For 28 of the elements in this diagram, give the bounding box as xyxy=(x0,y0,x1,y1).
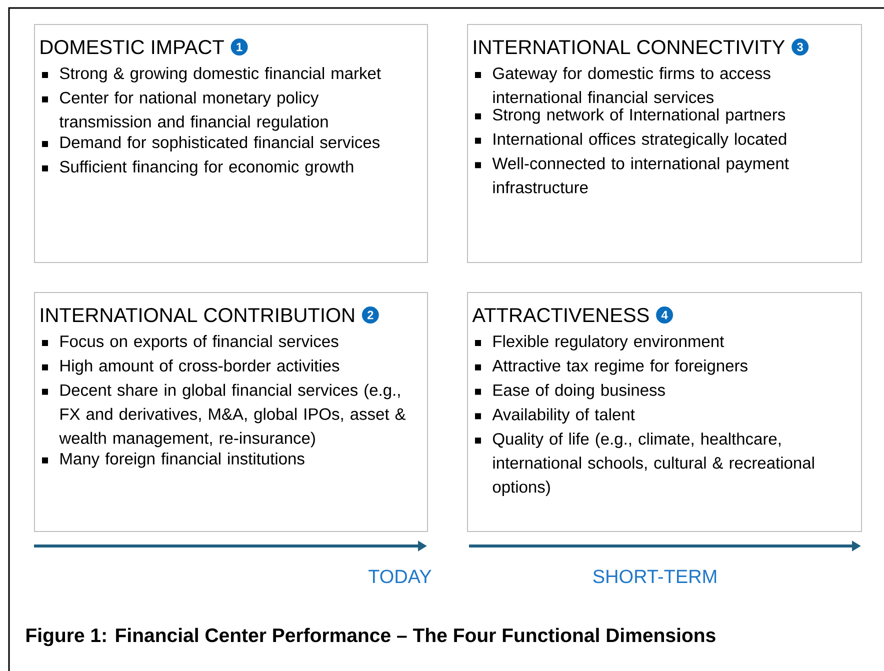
bullet-item: Strong network of International partners xyxy=(475,108,786,124)
bullet-item: Strong & growing domestic financial market xyxy=(42,67,381,82)
number-badge: 4 xyxy=(656,306,674,324)
heading-text: ATTRACTIVENESS xyxy=(472,308,649,322)
bullet-item: Well-connected to international payment infrastructure xyxy=(475,157,789,194)
bullet-item: Demand for sophisticated financial services xyxy=(42,136,380,152)
heading-text: DOMESTIC IMPACT xyxy=(40,40,224,54)
figure-caption: Figure 1: Financial Center Performance – The Four Functional Dimensions xyxy=(26,628,716,646)
number-badge: 3 xyxy=(792,38,809,56)
bullet-item: Gateway for domestic firms to access international financial services xyxy=(475,67,770,104)
bullet-item: Quality of life (e.g., climate, healthcare, international schools, cultural & recreational options) xyxy=(475,432,814,496)
timeline-label: TODAY xyxy=(368,570,432,584)
bullet-item: Attractive tax regime for foreigners xyxy=(475,359,748,375)
number-badge: 1 xyxy=(230,38,248,56)
bullet-item: Sufficient financing for economic growth xyxy=(42,160,354,176)
timeline-label: SHORT-TERM xyxy=(593,570,716,584)
number-badge: 2 xyxy=(362,306,379,324)
bullet-item: Focus on exports of financial services xyxy=(42,335,338,350)
bullet-item: Many foreign financial institutions xyxy=(42,452,304,468)
bullet-item: Ease of doing business xyxy=(475,384,665,400)
heading-text: INTERNATIONAL CONTRIBUTION xyxy=(41,308,354,322)
bullet-item: Availability of talent xyxy=(475,408,635,424)
heading-text: INTERNATIONAL CONNECTIVITY xyxy=(474,40,785,54)
bullet-item: Flexible regulatory environment xyxy=(475,335,724,350)
bullet-item: Decent share in global financial services (e.g., FX and derivatives, M&A, global IPOs, asset & wealth management, re-insurance) xyxy=(42,384,406,448)
bullet-item: Center for national monetary policy transmission and financial regulation xyxy=(42,91,328,131)
bullet-item: High amount of cross-border activities xyxy=(42,359,340,375)
bullet-item: International offices strategically located xyxy=(475,132,786,148)
